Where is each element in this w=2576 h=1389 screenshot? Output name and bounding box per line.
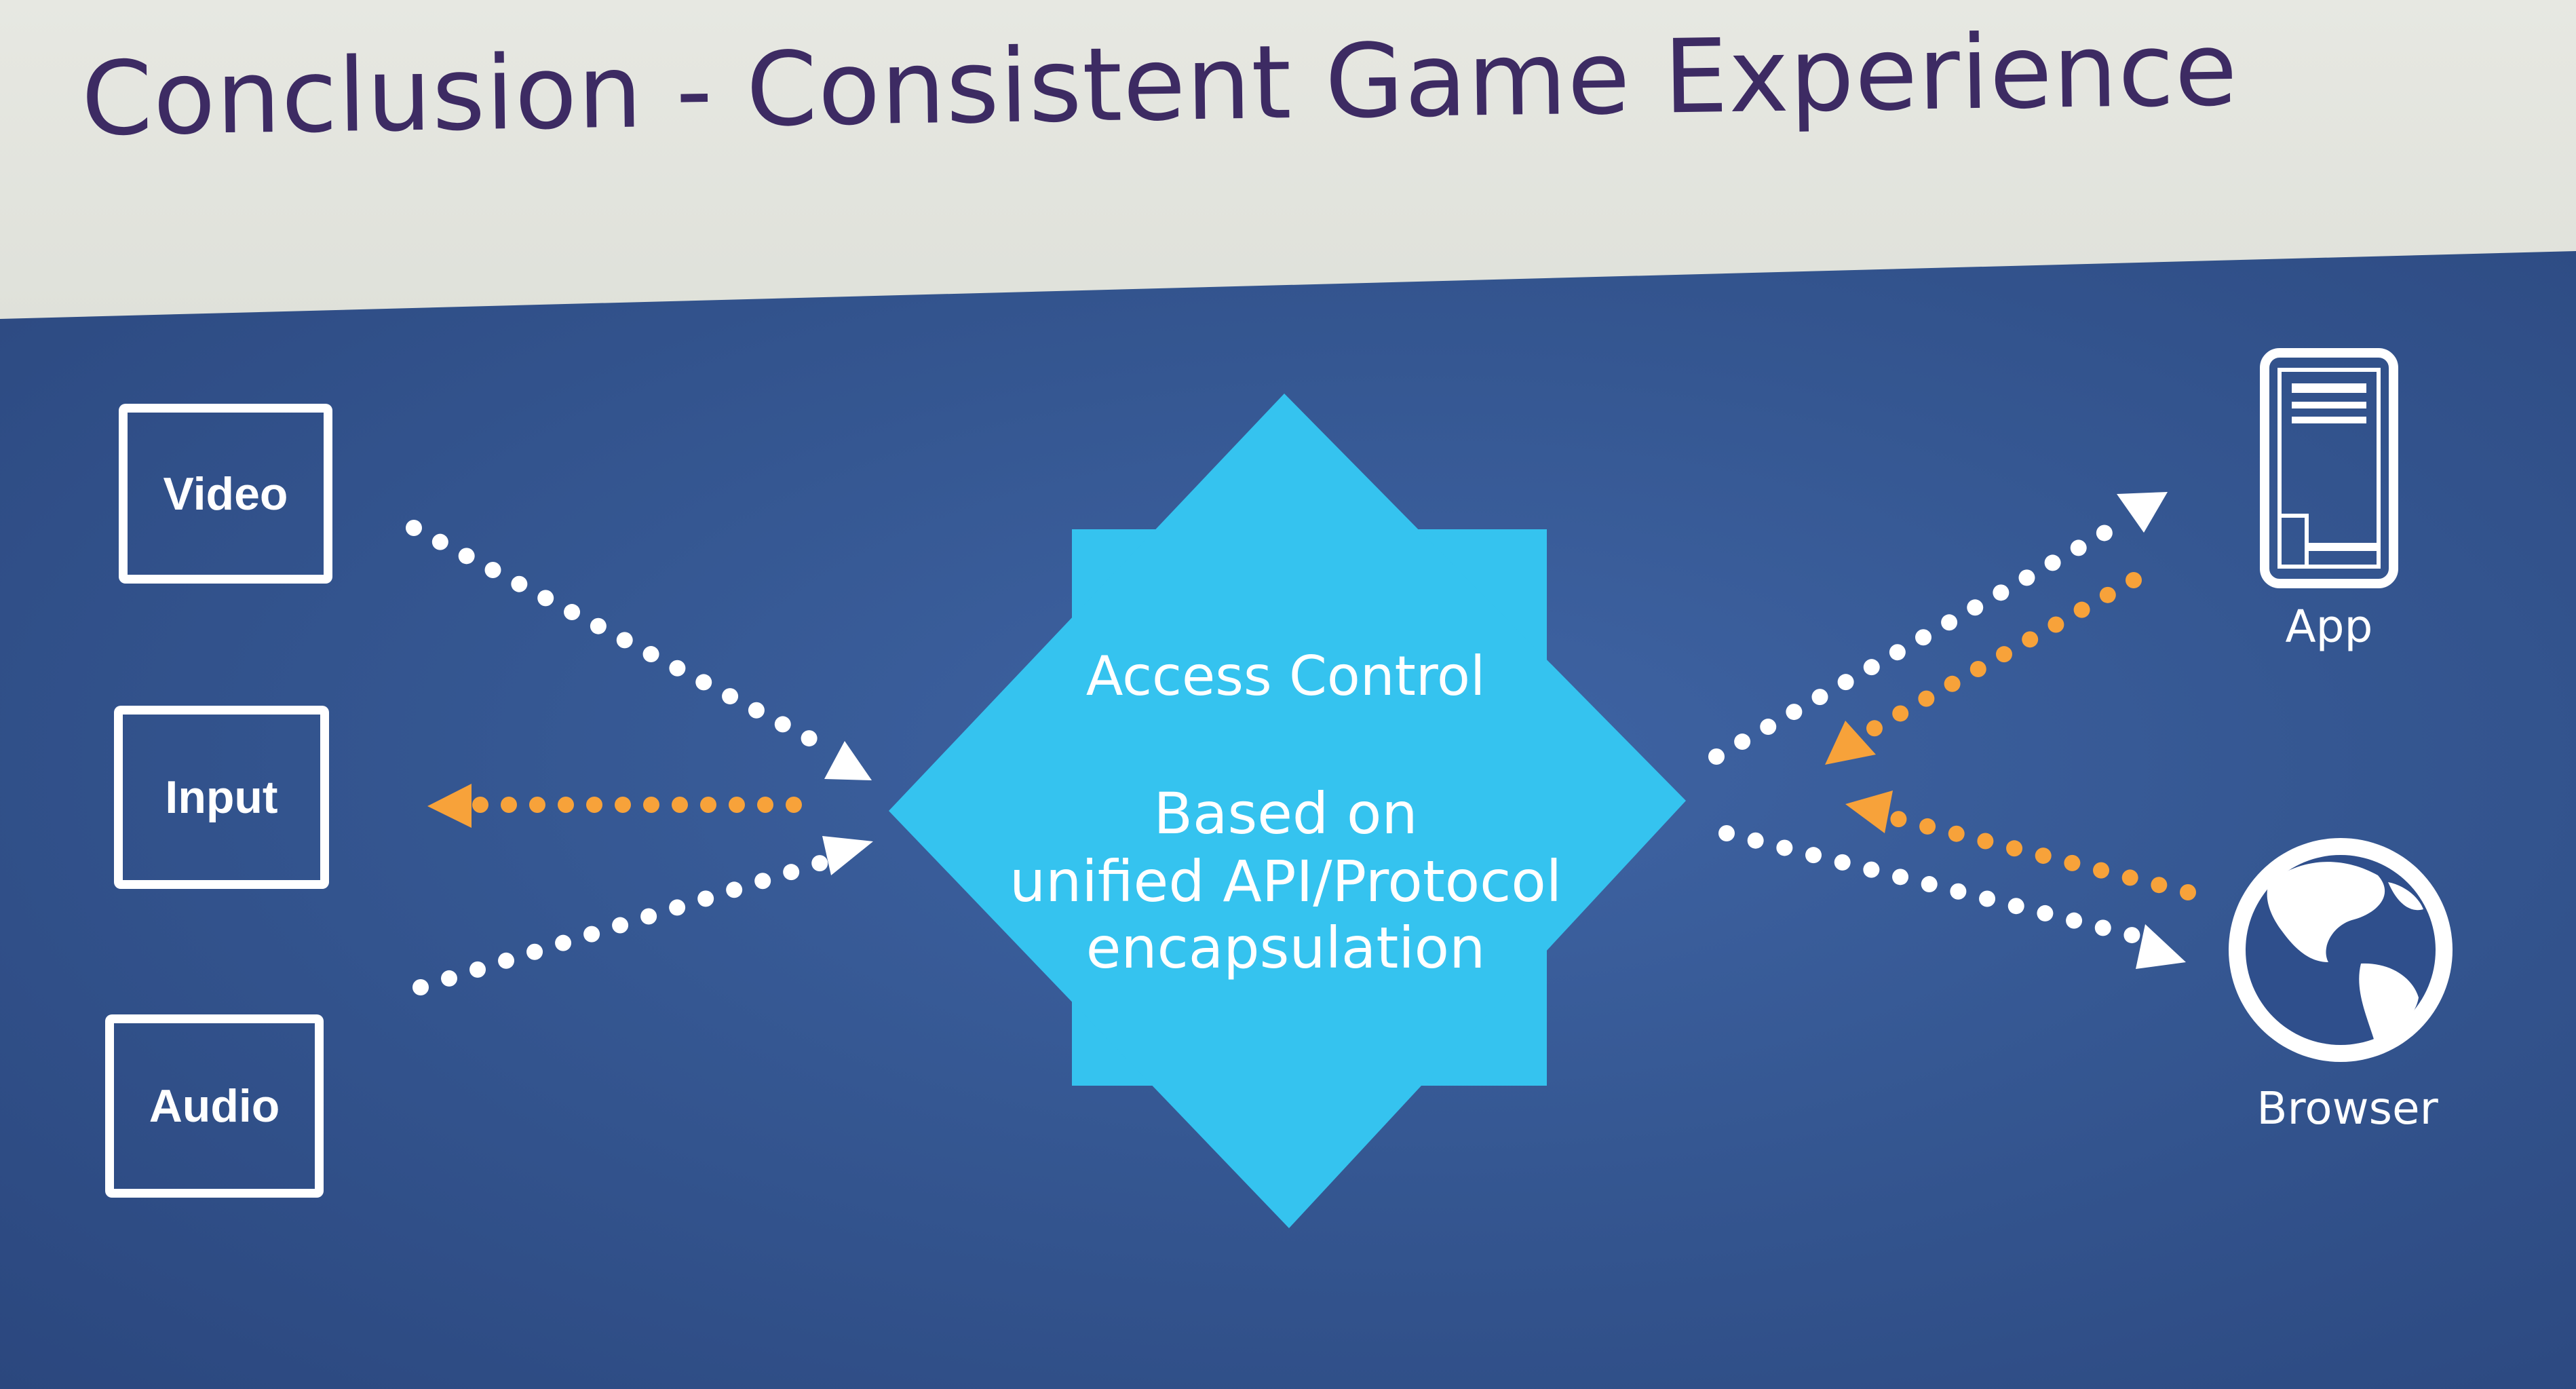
video-box: Video [119,404,332,584]
audio-box: Audio [105,1014,324,1198]
arrow-center-to-app [1708,492,2168,765]
arrow-audio-to-center [412,836,873,995]
arrow-center-to-input [427,784,802,828]
phone-icon [2260,348,2398,588]
arrow-video-to-center [406,520,872,780]
input-box: Input [114,706,329,889]
arrow-app-to-center [1825,572,2142,765]
arrow-browser-to-center [1845,791,2196,900]
center-body-line-2: unified API/Protocol [1009,848,1562,915]
center-body-line-3: encapsulation [1085,915,1486,981]
center-body-line-1: Based on [1153,780,1418,847]
app-label: App [2285,601,2373,653]
arrow-center-to-browser [1718,825,2186,969]
access-control-heading: Access Control [1085,645,1486,708]
browser-label: Browser [2256,1082,2438,1135]
access-control-star [889,394,1686,1228]
globe-icon [2229,838,2453,1062]
